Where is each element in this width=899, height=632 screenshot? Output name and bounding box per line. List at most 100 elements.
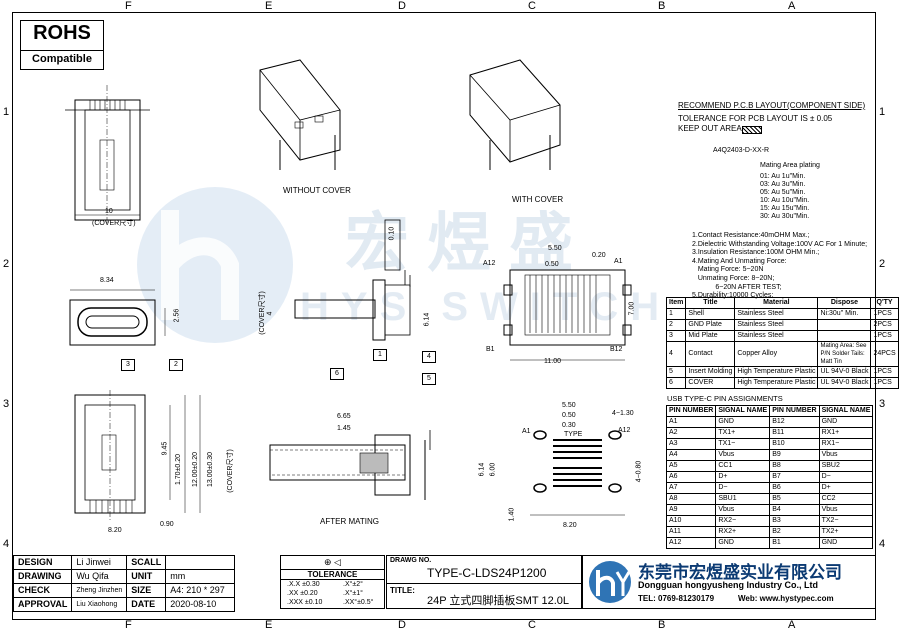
pin-cell: A8: [665, 493, 717, 505]
dim-fp-type: TYPE: [564, 431, 583, 438]
dim-side-inner: 4: [266, 311, 274, 316]
pin-cell: D+: [715, 471, 771, 483]
approval-value: Liu Xiaohong: [71, 597, 128, 612]
bom-cell: Insert Molding: [685, 366, 736, 378]
dim-top-note: (COVER尺寸): [92, 220, 136, 227]
bom-cell: COVER: [685, 377, 736, 389]
dim-side-total: 6.14: [423, 312, 431, 327]
callout-3: 3: [121, 359, 135, 371]
bom-cell: Stainless Steel: [734, 330, 819, 342]
pin-assignment-table: PIN NUMBER SIGNAL NAME PIN NUMBER SIGNAL…: [665, 405, 874, 549]
title-value: 24P 立式四脚插板SMT 12.0L: [427, 595, 570, 607]
dim-front-height: 2.56: [173, 308, 181, 323]
bom-header: Q'TY: [870, 297, 899, 309]
zone-col-e-bottom: E: [265, 619, 273, 631]
dim-mate-145: 1.45: [337, 425, 351, 432]
tolerance-row: .X.X ±0.30: [287, 581, 320, 588]
dim-top-width: 10: [105, 208, 113, 215]
pcb-notes-heading: RECOMMEND P.C.B LAYOUT(COMPONENT SIDE): [678, 101, 866, 110]
pin-table-title: USB TYPE-C PIN ASSIGNMENTS: [667, 394, 783, 403]
pin-cell: B3: [769, 515, 820, 527]
date-label: DATE: [126, 597, 167, 612]
dim-fp-140: 1.40: [508, 507, 516, 522]
callout-2: 2: [169, 359, 183, 371]
pin-cell: TX2−: [818, 515, 874, 527]
check-label: CHECK: [12, 583, 73, 598]
pin-label-b12: B12: [610, 346, 623, 353]
pin-header: SIGNAL NAME: [818, 405, 874, 417]
approval-label: APPROVAL: [12, 597, 73, 612]
pin-cell: A10: [665, 515, 717, 527]
zone-col-a-top: A: [788, 0, 796, 12]
pin-cell: B7: [769, 471, 820, 483]
pin-cell: RX2+: [715, 526, 771, 538]
bom-table: Item Title Material Dispose Q'TY 1 Shell…: [665, 297, 899, 389]
after-mating-drawing: [269, 430, 431, 500]
table-row: 5 Insert Molding High Temperature Plasti…: [665, 366, 899, 378]
zone-row-1-left: 1: [3, 106, 10, 118]
tolerance-block: ⊕ ◁ TOLERANCE .X.X ±0.30 .XX ±0.20 .XXX …: [280, 555, 385, 609]
pin-cell: B12: [769, 416, 820, 428]
design-label: DESIGN: [12, 555, 73, 570]
pin-cell: A12: [665, 537, 717, 549]
bom-cell: 24PCS: [870, 341, 899, 367]
bom-cell: UL 94V-0 Black: [817, 366, 872, 378]
pin-header-row: PIN NUMBER SIGNAL NAME PIN NUMBER SIGNAL…: [665, 405, 874, 417]
dim-pcb-width: 11.00: [544, 358, 561, 365]
pin-cell: GND: [715, 537, 771, 549]
dim-fp-030: 0.30: [562, 422, 576, 429]
tolerance-row: .XX°±0.5°: [343, 599, 374, 606]
spec-line: Unmating Force: 8~20N;: [692, 274, 775, 282]
table-row: 4 Contact Copper Alloy Mating Area: See …: [665, 341, 899, 367]
pin-cell: A6: [665, 471, 717, 483]
tolerance-row: .X°±2°: [343, 581, 363, 588]
pin-label-b1: B1: [486, 346, 495, 353]
pin-cell: A4: [665, 449, 717, 461]
bom-cell: High Temperature Plastic: [734, 377, 819, 389]
bom-cell: Contact: [685, 341, 736, 367]
bom-cell: UL 94V-0 Black: [817, 377, 872, 389]
spec-line: 5.Durability:10000 Cycles;: [692, 292, 774, 300]
bom-header: Item: [665, 297, 687, 309]
dim-fp-4x080: 4−0.80: [635, 460, 643, 483]
bom-cell: 1: [665, 308, 687, 320]
pin-cell: A3: [665, 438, 717, 450]
bom-cell: 1PCS: [870, 377, 899, 389]
pcb-notes-tolerance: TOLERANCE FOR PCB LAYOUT IS ± 0.05: [678, 114, 833, 123]
pin-cell: A1: [665, 416, 717, 428]
dim-front-width: 8.34: [100, 277, 114, 284]
plating-option-05: 05: Au 5u"Min.: [760, 189, 806, 196]
dim-fp-600: 6.00: [489, 462, 497, 477]
specifications-list: 1.Contact Resistance:40mOHM Max.; 2.Diel…: [692, 232, 867, 301]
table-row: 1 Shell Stainless Steel Ni:30u" Min. 1PC…: [665, 308, 899, 320]
bom-header: Material: [734, 297, 819, 309]
zone-row-2-left: 2: [3, 258, 10, 270]
pin-cell: RX1+: [818, 427, 874, 439]
scale-label: SCALL: [126, 555, 167, 570]
bom-cell: 1PCS: [870, 366, 899, 378]
zone-col-e-top: E: [265, 0, 273, 12]
spec-line: 3.Insulation Resistance:100M OHM Min.;: [692, 249, 820, 257]
keepout-swatch: [742, 126, 762, 134]
bom-cell: Copper Alloy: [734, 341, 819, 367]
watermark-cn: 宏煜盛: [345, 207, 591, 279]
plating-option-15: 15: Au 15u"Min.: [760, 205, 810, 212]
dim-fp-614: 6.14: [478, 462, 486, 477]
plating-option-30: 30: Au 30u"Min.: [760, 213, 810, 220]
bom-cell: 1PCS: [870, 308, 899, 320]
drawing-number-value: TYPE-C-LDS24P1200: [427, 566, 547, 580]
dim-pcb-550: 5.50: [548, 245, 562, 252]
isometric-with-cover: [469, 59, 561, 170]
drawing-label: DRAWING: [12, 569, 73, 584]
zone-col-f-bottom: F: [125, 619, 132, 631]
bottom-view-drawing: [74, 390, 201, 520]
projection-symbol-icon: ⊕ ◁: [324, 557, 341, 567]
pin-cell: D+: [818, 482, 874, 494]
pin-label-a1: A1: [614, 258, 623, 265]
bom-cell: 4: [665, 341, 687, 367]
